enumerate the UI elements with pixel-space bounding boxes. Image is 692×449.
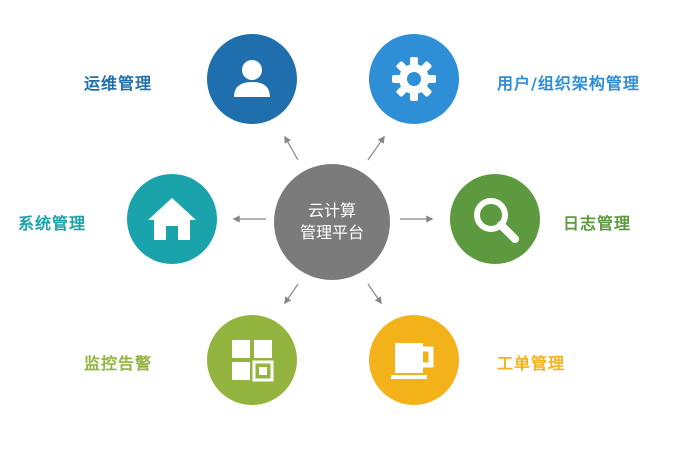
monitor-node[interactable] [207, 315, 297, 405]
center-platform-node: 云计算 管理平台 [274, 164, 390, 280]
org-label: 用户/组织架构管理 [497, 74, 640, 93]
log-node[interactable] [450, 174, 540, 264]
system-label: 系统管理 [18, 214, 87, 233]
arrow-to-monitor [284, 283, 299, 305]
ticket-node[interactable] [369, 315, 459, 405]
arrow-to-ticket [367, 283, 382, 305]
home-icon [148, 198, 196, 240]
ticket-label: 工单管理 [497, 354, 566, 373]
org-node[interactable] [369, 34, 459, 124]
center-title-line1: 云计算 [307, 201, 356, 220]
system-node[interactable] [127, 174, 217, 264]
grid-icon [232, 340, 274, 382]
arrow-to-ops [284, 135, 299, 161]
log-label: 日志管理 [563, 214, 632, 233]
center-title-line2: 管理平台 [299, 223, 364, 242]
user-icon [234, 60, 270, 97]
search-icon [474, 198, 519, 243]
cup-icon [391, 343, 434, 379]
ops-node[interactable] [207, 34, 297, 124]
arrow-to-org [367, 135, 385, 161]
gear-icon [392, 57, 436, 101]
monitor-label: 监控告警 [84, 354, 153, 373]
ops-label: 运维管理 [84, 74, 153, 93]
